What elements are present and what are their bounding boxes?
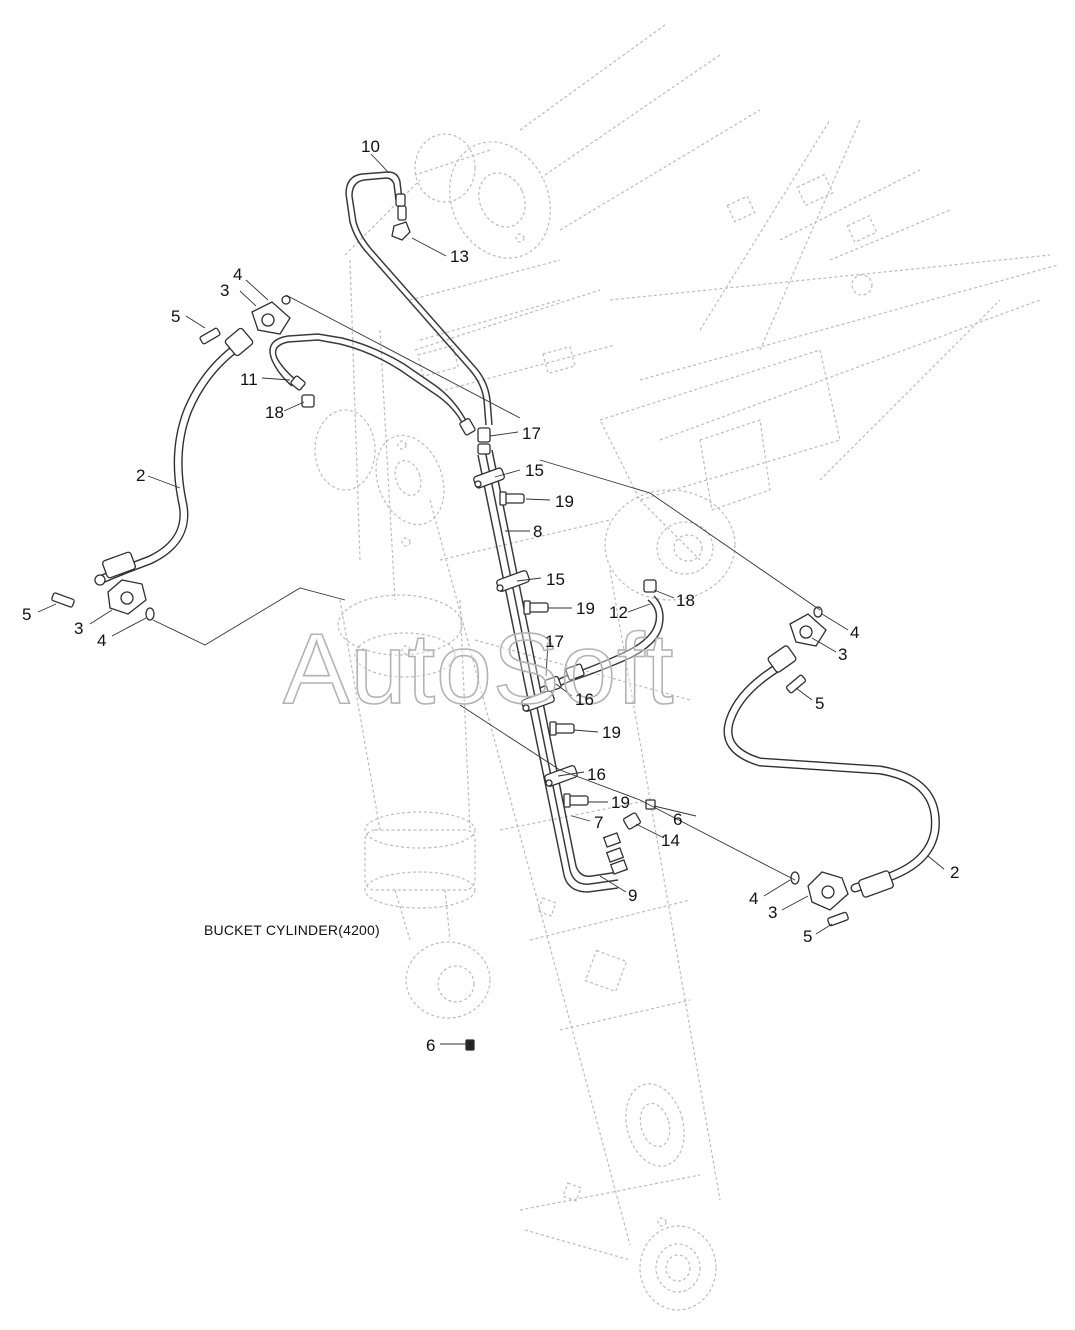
callout-17: 17	[545, 632, 564, 651]
callout-19: 19	[611, 793, 630, 812]
callout-5: 5	[171, 307, 180, 326]
callout-14: 14	[661, 831, 680, 850]
callout-4: 4	[233, 265, 242, 284]
leader-lines	[37, 153, 945, 1045]
callout-5: 5	[815, 694, 824, 713]
callout-13: 13	[450, 247, 469, 266]
callout-3: 3	[220, 281, 229, 300]
callout-12: 12	[609, 603, 628, 622]
callout-8: 8	[533, 522, 542, 541]
clamps-fittings	[290, 193, 657, 1051]
flange-parts	[51, 295, 849, 927]
callout-4: 4	[749, 889, 758, 908]
callout-18: 18	[676, 591, 695, 610]
callout-19: 19	[555, 492, 574, 511]
pipe-assemblies	[269, 171, 664, 893]
callout-3: 3	[768, 903, 777, 922]
callout-2: 2	[950, 863, 959, 882]
bucket-cylinder-caption: BUCKET CYLINDER(4200)	[204, 922, 380, 938]
ghost-structure	[314, 24, 1059, 1311]
callout-16: 16	[587, 765, 606, 784]
watermark: AutoSoft	[283, 613, 675, 725]
callout-6: 6	[673, 810, 682, 829]
callouts: 10 13 4 3 5 11 18 17 15 2 19 8 15 5 3 4 …	[22, 137, 959, 1055]
callout-5: 5	[803, 927, 812, 946]
callout-15: 15	[525, 461, 544, 480]
callout-17: 17	[522, 424, 541, 443]
callout-5: 5	[22, 605, 31, 624]
callout-6: 6	[426, 1036, 435, 1055]
callout-10: 10	[361, 137, 380, 156]
callout-19: 19	[576, 599, 595, 618]
callout-4: 4	[97, 631, 106, 650]
callout-4: 4	[850, 623, 859, 642]
callout-16: 16	[575, 690, 594, 709]
callout-3: 3	[838, 645, 847, 664]
hoses	[95, 327, 940, 898]
callout-7: 7	[594, 813, 603, 832]
callout-18: 18	[265, 403, 284, 422]
callout-15: 15	[546, 570, 565, 589]
callout-11: 11	[240, 370, 258, 389]
callout-2: 2	[136, 466, 145, 485]
callout-19: 19	[602, 723, 621, 742]
callout-3: 3	[74, 619, 83, 638]
callout-9: 9	[628, 886, 637, 905]
